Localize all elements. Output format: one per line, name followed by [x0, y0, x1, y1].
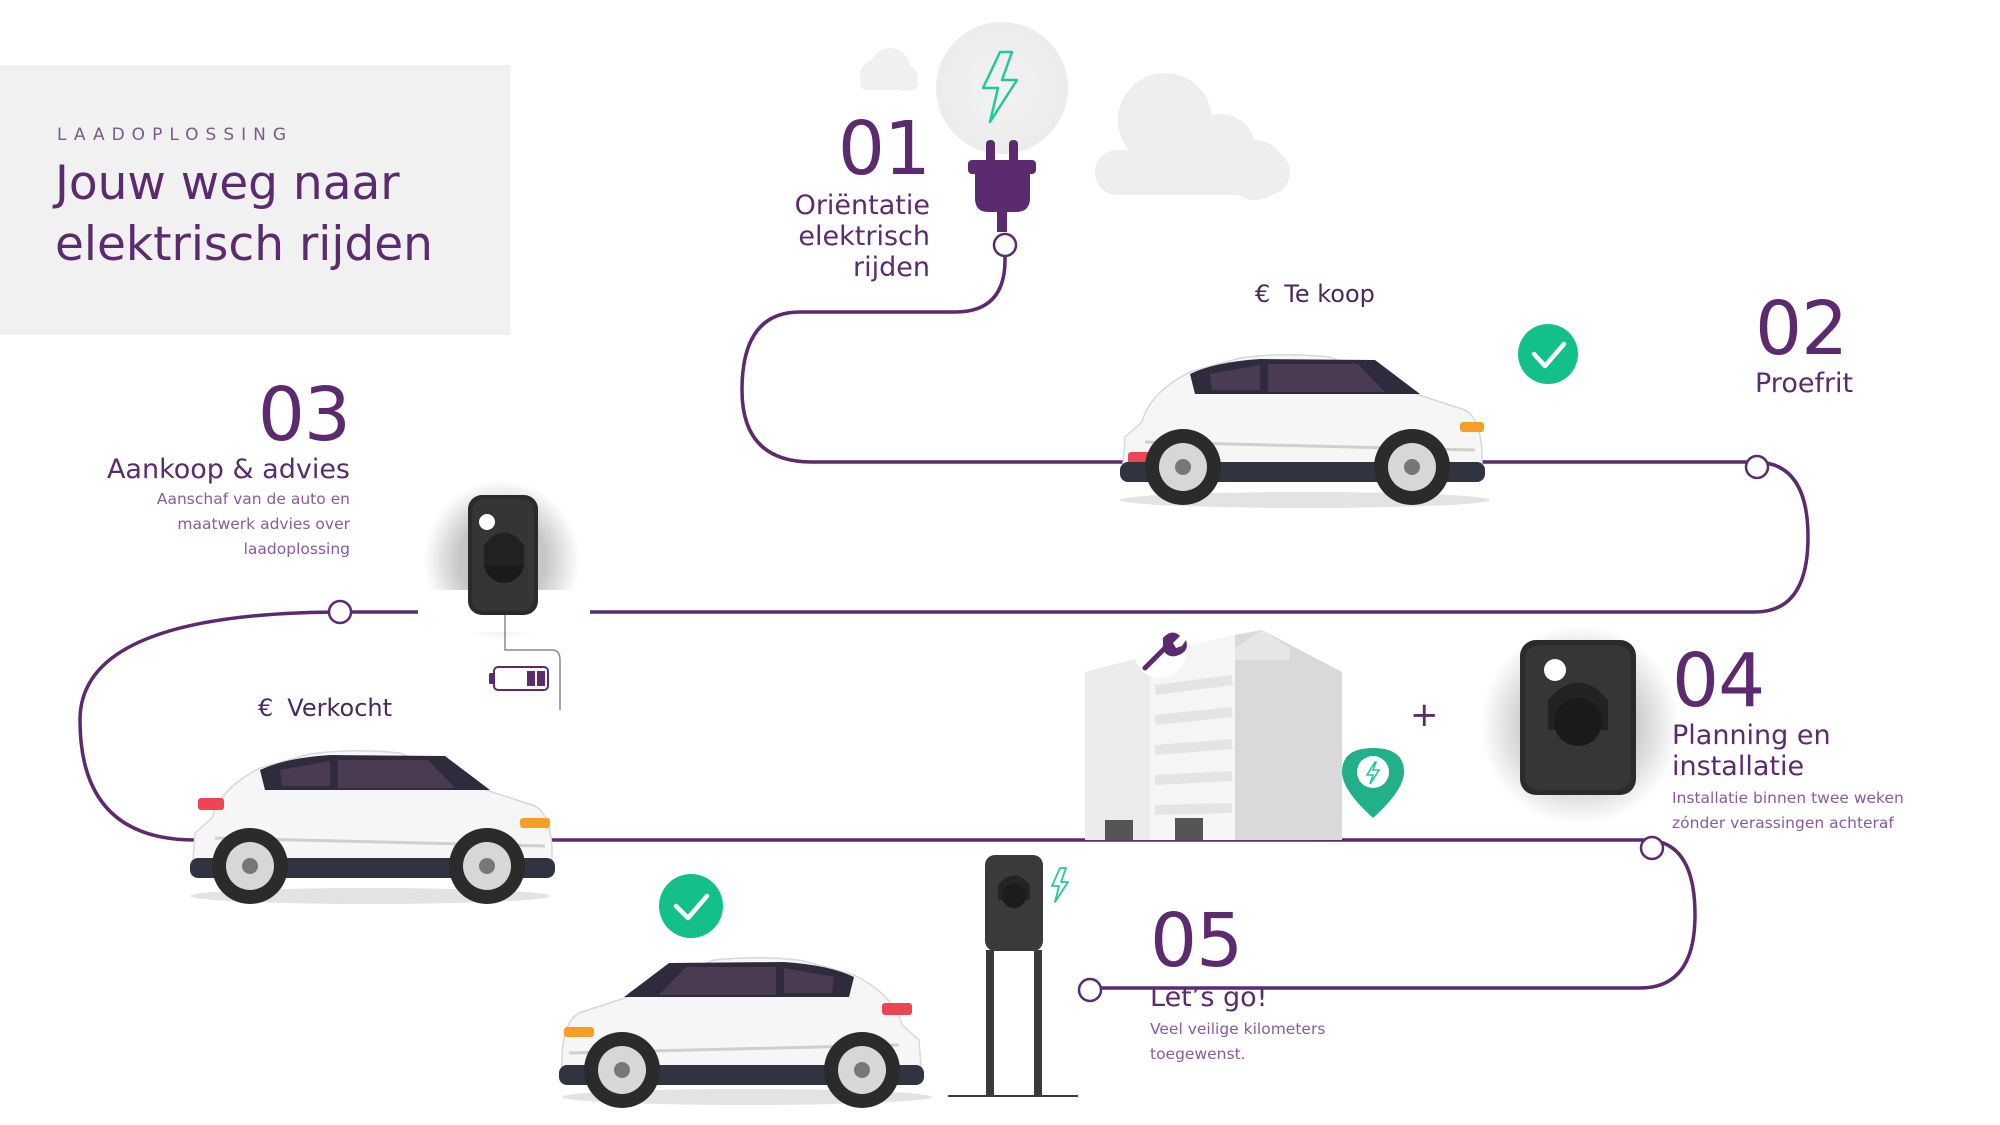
step-number: 05 [1150, 898, 1243, 984]
step-description: Installatie binnen twee weken zónder ver… [1672, 789, 1904, 832]
plus-sign: + [1410, 695, 1439, 735]
step-title: Oriëntatie elektrisch rijden [794, 190, 930, 283]
step-05: 05 Let’s go! Veel veilige kilometers toe… [1150, 904, 1350, 1067]
cloud-icon [1095, 73, 1290, 200]
page-title: Jouw weg naar elektrisch rijden [55, 156, 433, 272]
step-01: 01 Oriëntatie elektrisch rijden [760, 106, 931, 283]
car-icon [559, 957, 932, 1108]
step-03: 03 Aankoop & advies Aanschaf van de auto… [70, 372, 351, 562]
wallbox-charger-icon [1520, 640, 1636, 795]
step-02: 02 Proefrit [1755, 292, 1955, 399]
car-icon [190, 750, 555, 904]
building-icon [1085, 630, 1342, 840]
bulb-glow [936, 22, 1068, 154]
currency-icon: € [258, 694, 274, 722]
wallbox-charger-icon [948, 855, 1078, 1097]
step-number: 02 [1755, 286, 1848, 372]
step-title: Let’s go! [1150, 982, 1268, 1013]
step-title: Planning en installatie [1672, 720, 1831, 782]
step-04: 04 Planning en installatie Installatie b… [1672, 644, 1922, 836]
checkmark-icon [1518, 324, 1578, 384]
step-title: Proefrit [1755, 368, 1854, 399]
plug-icon [968, 140, 1036, 232]
charger-cable [504, 615, 561, 710]
road-node-02 [1744, 454, 1770, 480]
currency-icon: € [1255, 280, 1271, 308]
wallbox-charger-icon [468, 495, 538, 615]
step-number: 04 [1672, 638, 1765, 724]
road-node-01 [992, 232, 1018, 258]
checkmark-icon [659, 874, 723, 938]
cloud-icon [860, 48, 918, 91]
step-description: Aanschaf van de auto en maatwerk advies … [156, 490, 350, 558]
road-node-03 [327, 599, 353, 625]
wrench-icon [1134, 626, 1187, 678]
sold-label: € Verkocht [258, 694, 392, 722]
for-sale-label: € Te koop [1255, 280, 1375, 308]
step-number: 01 [837, 106, 931, 192]
road-path [78, 245, 1810, 990]
lightning-icon [981, 50, 1019, 124]
step-number: 03 [257, 372, 351, 458]
eyebrow: LAADOPLOSSING [57, 125, 294, 145]
battery-icon [489, 666, 549, 691]
sold-text: Verkocht [287, 694, 393, 722]
step-description: Veel veilige kilometers toegewenst. [1150, 1020, 1326, 1063]
road-node-04 [1639, 835, 1665, 861]
for-sale-text: Te koop [1284, 280, 1375, 308]
step-title: Aankoop & advies [106, 454, 350, 485]
road-node-05 [1077, 977, 1103, 1003]
car-icon [1120, 354, 1490, 508]
title-card: LAADOPLOSSING Jouw weg naar elektrisch r… [0, 65, 510, 335]
lightning-icon [1051, 867, 1069, 903]
location-pin-icon [1342, 748, 1404, 818]
